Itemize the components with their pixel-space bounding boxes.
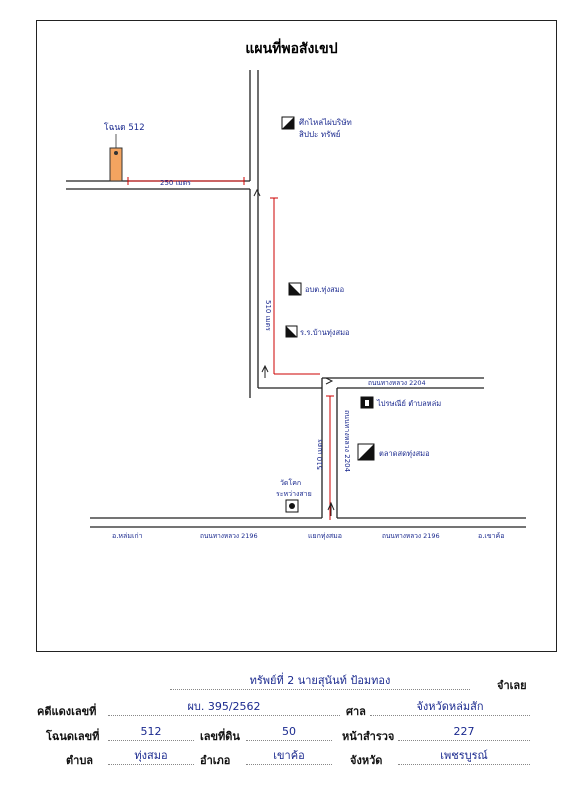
bottom-right-road: ถนนทางหลวง 2196: [382, 532, 440, 540]
bottom-left-road: ถนนทางหลวง 2196: [200, 532, 258, 540]
temple-icon: [285, 499, 299, 513]
bottom-left-end: อ.หล่มเก่า: [112, 532, 143, 540]
landmark-top-right-line1: ศึกไหล่ไผ่บริษัท: [299, 118, 352, 127]
line1-suffix: จำเลย: [497, 680, 527, 692]
bottom-junction: แยกทุ่งสมอ: [308, 532, 342, 540]
landmark-icon-lower-middle: [285, 325, 298, 338]
district-label: อำเภอ: [200, 755, 231, 767]
bottom-right-end: อ.เขาค้อ: [478, 532, 504, 540]
map-frame: [36, 20, 557, 652]
landmark-icon-top-right: [281, 116, 295, 130]
province-value: เพชรบูรณ์: [398, 749, 530, 765]
lower-vertical-distance: 510 เมตร: [316, 439, 324, 470]
survey-value: 227: [398, 725, 530, 741]
land-no-label: เลขที่ดิน: [200, 731, 240, 743]
red-case-value: ผบ. 395/2562: [108, 700, 340, 716]
landmark-icon-right-upper: [360, 396, 374, 409]
landmark-lower-middle: ร.ร.บ้านทุ่งสมอ: [300, 328, 350, 337]
subdistrict-label: ตำบล: [66, 755, 94, 767]
map-title: แผนที่พอสังเขป: [245, 40, 338, 56]
district-value: เขาค้อ: [246, 749, 332, 765]
map-drawing: โฉนด 512 250 เมตร 510 เมตร ถนนทางหลวง 22…: [66, 70, 526, 540]
lower-vertical-road: ถนนทางหลวง 2204: [343, 410, 351, 473]
survey-label: หน้าสำรวจ: [342, 731, 395, 743]
upper-vertical-distance: 510 เมตร: [264, 300, 272, 331]
temple-label-line2: ระหว่างสาย: [276, 490, 312, 498]
landmark-top-right-line2: สิปปะ ทรัพย์: [299, 129, 341, 139]
land-no-value: 50: [246, 725, 332, 741]
court-label: ศาล: [346, 706, 366, 718]
landmark-right-lower: ตลาดสดทุ่งสมอ: [379, 449, 430, 458]
plot-label: โฉนด 512: [104, 122, 145, 133]
landmark-icon-middle: [288, 282, 302, 296]
red-case-label: คดีแดงเลขที่: [37, 706, 97, 718]
landmark-right-upper: ไปรษณีย์ ตำบลหล่ม: [376, 399, 441, 408]
court-value: จังหวัดหล่มสัก: [370, 700, 530, 716]
line1-value: ทรัพย์ที่ 2 นายสุนันท์ ป้อมทอง: [170, 674, 470, 690]
province-label: จังหวัด: [350, 755, 383, 767]
top-right-road-label: ถนนทางหลวง 2204: [368, 379, 426, 387]
deed-label: โฉนดเลขที่: [46, 731, 100, 743]
road-top-distance: 250 เมตร: [160, 179, 191, 187]
landmark-icon-right-lower: [357, 443, 375, 461]
subdistrict-value: ทุ่งสมอ: [108, 749, 194, 765]
temple-label-line1: วัดโคก: [280, 478, 301, 487]
landmark-middle: อบต.ทุ่งสมอ: [305, 285, 344, 294]
deed-value: 512: [108, 725, 194, 741]
